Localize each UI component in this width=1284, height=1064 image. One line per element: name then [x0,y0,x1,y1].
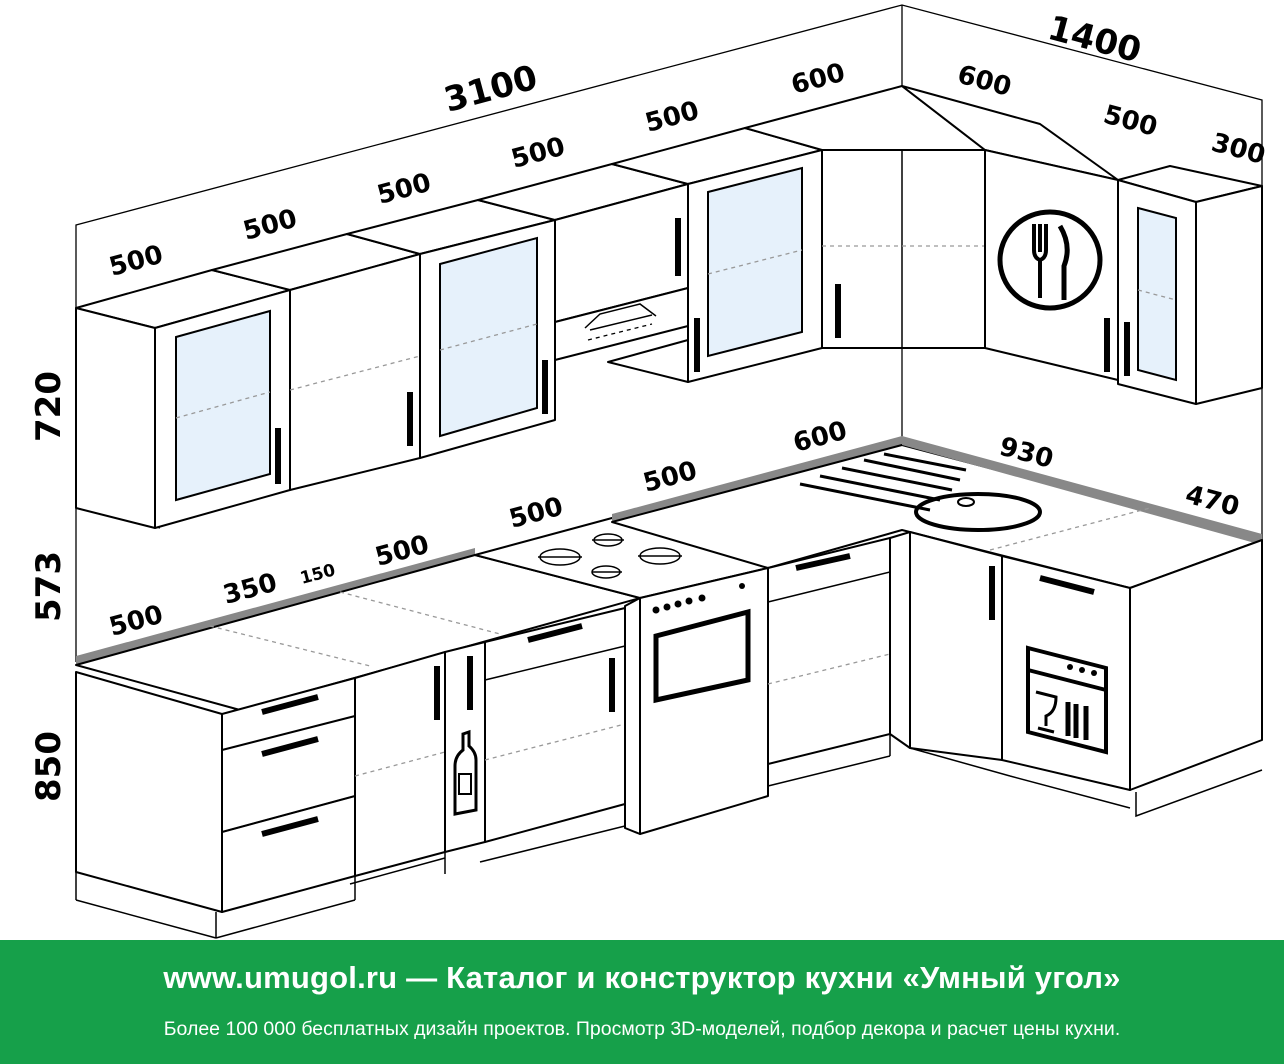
dim-lower-5: 500 [506,492,566,535]
dim-height-upper: 720 [29,371,69,442]
cutlery-icon [997,209,1103,311]
banner-title[interactable]: www.umugol.ru — Каталог и конструктор ку… [163,960,1121,995]
dim-upper-side-2: 500 [1100,100,1160,143]
dim-upper-side-1: 600 [954,60,1014,103]
dim-upper-side-total: 1400 [1044,8,1146,71]
dim-height-lower: 850 [29,731,69,802]
lower-cabinets [75,531,1263,939]
dim-upper-2: 500 [240,204,300,247]
oven [652,583,751,704]
dim-lower-7: 600 [790,416,850,459]
kitchen-diagram: 3100 1400 500 500 500 500 500 600 600 50… [29,4,1268,939]
dim-upper-5: 500 [642,96,702,139]
dim-upper-1: 500 [106,240,166,283]
dim-upper-3: 500 [374,168,434,211]
dim-upper-6: 600 [788,58,848,101]
footer-banner: www.umugol.ru — Каталог и конструктор ку… [0,940,1284,1064]
dim-lower-6: 500 [640,456,700,499]
hob-icon [538,533,682,579]
kitchen-drawing: 3100 1400 500 500 500 500 500 600 600 50… [29,4,1268,939]
dim-upper-side-3: 300 [1208,128,1268,171]
dim-upper-total: 3100 [440,58,542,121]
dim-upper-4: 500 [508,132,568,175]
upper-cabinets [75,85,1263,529]
dim-lower-3: 150 [298,560,338,589]
dishwasher-icon [1026,645,1108,755]
glass-door [1137,206,1177,382]
banner-subtitle: Более 100 000 бесплатных дизайн проектов… [163,1018,1121,1040]
sink-icon [799,452,1042,532]
dim-height-gap: 573 [29,551,69,622]
bottle-icon [453,729,478,816]
